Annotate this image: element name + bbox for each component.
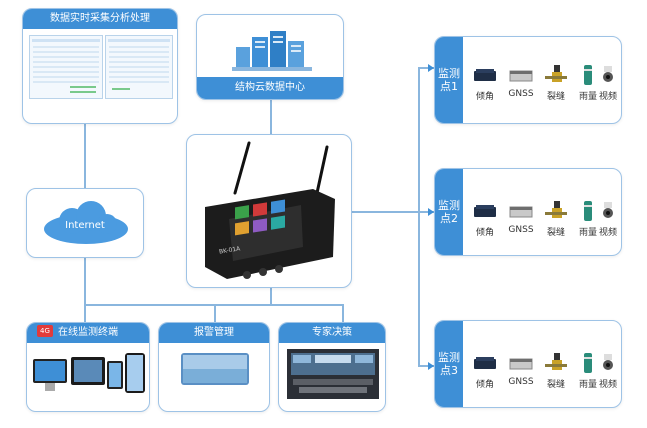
crack-meter-icon xyxy=(545,65,567,82)
cloud-data-center: 结构云数据中心 xyxy=(196,14,344,100)
sensor-tilt: 倾角 xyxy=(465,351,505,390)
line-to-monitor-3 xyxy=(418,365,434,367)
gnss-receiver-icon xyxy=(509,70,533,82)
sensor-rain-label: 雨量 xyxy=(578,380,597,390)
tilt-sensor-icon xyxy=(474,205,496,217)
alarm-screen-icon xyxy=(181,353,249,385)
sensor-gnss: GNSS xyxy=(501,63,541,99)
sensor-crack: 裂缝 xyxy=(536,199,576,238)
line-gateway-to-monitors xyxy=(352,211,420,213)
monitor-point-3: 监测点3 倾角 GNSS 裂缝 雨量 视频 xyxy=(434,320,622,408)
sensor-video-label: 视频 xyxy=(598,228,617,238)
sensor-crack-label: 裂缝 xyxy=(546,380,565,390)
gnss-receiver-icon xyxy=(509,358,533,370)
line-monitor-vertical xyxy=(418,67,420,367)
tilt-sensor-icon xyxy=(474,357,496,369)
camera-icon xyxy=(603,202,613,218)
tilt-sensor-icon xyxy=(474,69,496,81)
sensor-crack-label: 裂缝 xyxy=(546,228,565,238)
expert-title: 专家决策 xyxy=(279,323,385,343)
alarm-title: 报警管理 xyxy=(159,323,269,343)
line-bus-gateway xyxy=(270,288,272,305)
rain-gauge-icon xyxy=(584,201,592,221)
sensor-tilt: 倾角 xyxy=(465,199,505,238)
sensor-video-label: 视频 xyxy=(598,380,617,390)
terminal-devices-icon xyxy=(33,353,145,393)
sensor-tilt: 倾角 xyxy=(465,63,505,102)
arrow-monitor-2 xyxy=(428,208,434,216)
line-cloud-to-gateway xyxy=(270,100,272,134)
camera-icon xyxy=(603,66,613,82)
sensor-rain: 雨量 xyxy=(568,63,608,102)
control-room-icon xyxy=(287,349,379,399)
line-bus-expert xyxy=(342,304,344,322)
data-table-screenshot xyxy=(29,35,103,99)
expert-panel: 专家决策 xyxy=(278,322,386,412)
line-to-monitor-1 xyxy=(418,67,434,69)
terminal-panel: 在线监测终端 4G xyxy=(26,322,150,412)
arrow-monitor-3 xyxy=(428,362,434,370)
camera-icon xyxy=(603,354,613,370)
sensor-gnss-label: GNSS xyxy=(508,377,534,387)
data-panel-title: 数据实时采集分析处理 xyxy=(23,9,177,29)
monitor-point-2: 监测点2 倾角 GNSS 裂缝 雨量 视频 xyxy=(434,168,622,256)
terminal-title: 在线监测终端 xyxy=(27,323,149,343)
line-internet-to-bottom xyxy=(84,258,86,304)
line-bus-alarm xyxy=(214,304,216,322)
line-data-to-internet xyxy=(84,124,86,188)
rain-gauge-icon xyxy=(584,353,592,373)
sensor-crack-label: 裂缝 xyxy=(546,92,565,102)
sensor-rain: 雨量 xyxy=(568,351,608,390)
data-processing-panel: 数据实时采集分析处理 xyxy=(22,8,178,124)
monitor-point-3-label: 监测点3 xyxy=(435,321,463,407)
crack-meter-icon xyxy=(545,201,567,218)
sensor-crack: 裂缝 xyxy=(536,351,576,390)
monitor-point-2-label: 监测点2 xyxy=(435,169,463,255)
sensor-rain: 雨量 xyxy=(568,199,608,238)
sensor-tilt-label: 倾角 xyxy=(475,228,494,238)
crack-meter-icon xyxy=(545,353,567,370)
internet-label: Internet xyxy=(65,220,105,231)
sensor-video: 视频 xyxy=(588,351,621,390)
arrow-monitor-1 xyxy=(428,64,434,72)
sensor-gnss: GNSS xyxy=(501,351,541,387)
sensor-tilt-label: 倾角 xyxy=(475,380,494,390)
cloud-title: 结构云数据中心 xyxy=(197,77,343,99)
4g-badge: 4G xyxy=(37,325,53,337)
rain-gauge-icon xyxy=(584,65,592,85)
server-rack-icon xyxy=(232,31,312,71)
sensor-tilt-label: 倾角 xyxy=(475,92,494,102)
gateway-device-panel: BK-01A xyxy=(186,134,352,288)
sensor-gnss: GNSS xyxy=(501,199,541,235)
line-to-monitor-2 xyxy=(418,211,434,213)
sensor-crack: 裂缝 xyxy=(536,63,576,102)
sensor-rain-label: 雨量 xyxy=(578,92,597,102)
sensor-rain-label: 雨量 xyxy=(578,228,597,238)
sensor-video: 视频 xyxy=(588,63,621,102)
sensor-gnss-label: GNSS xyxy=(508,225,534,235)
gateway-device-icon xyxy=(205,141,335,279)
monitor-point-1: 监测点1 倾角 GNSS 裂缝 雨量 视频 xyxy=(434,36,622,124)
gnss-receiver-icon xyxy=(509,206,533,218)
alarm-panel: 报警管理 xyxy=(158,322,270,412)
internet-cloud-icon xyxy=(44,201,128,244)
line-bus-terminal xyxy=(84,304,86,322)
sensor-video-label: 视频 xyxy=(598,92,617,102)
monitor-point-1-label: 监测点1 xyxy=(435,37,463,123)
sensor-gnss-label: GNSS xyxy=(508,89,534,99)
sensor-video: 视频 xyxy=(588,199,621,238)
internet-panel: Internet xyxy=(26,188,144,258)
data-chart-screenshot xyxy=(105,35,173,99)
